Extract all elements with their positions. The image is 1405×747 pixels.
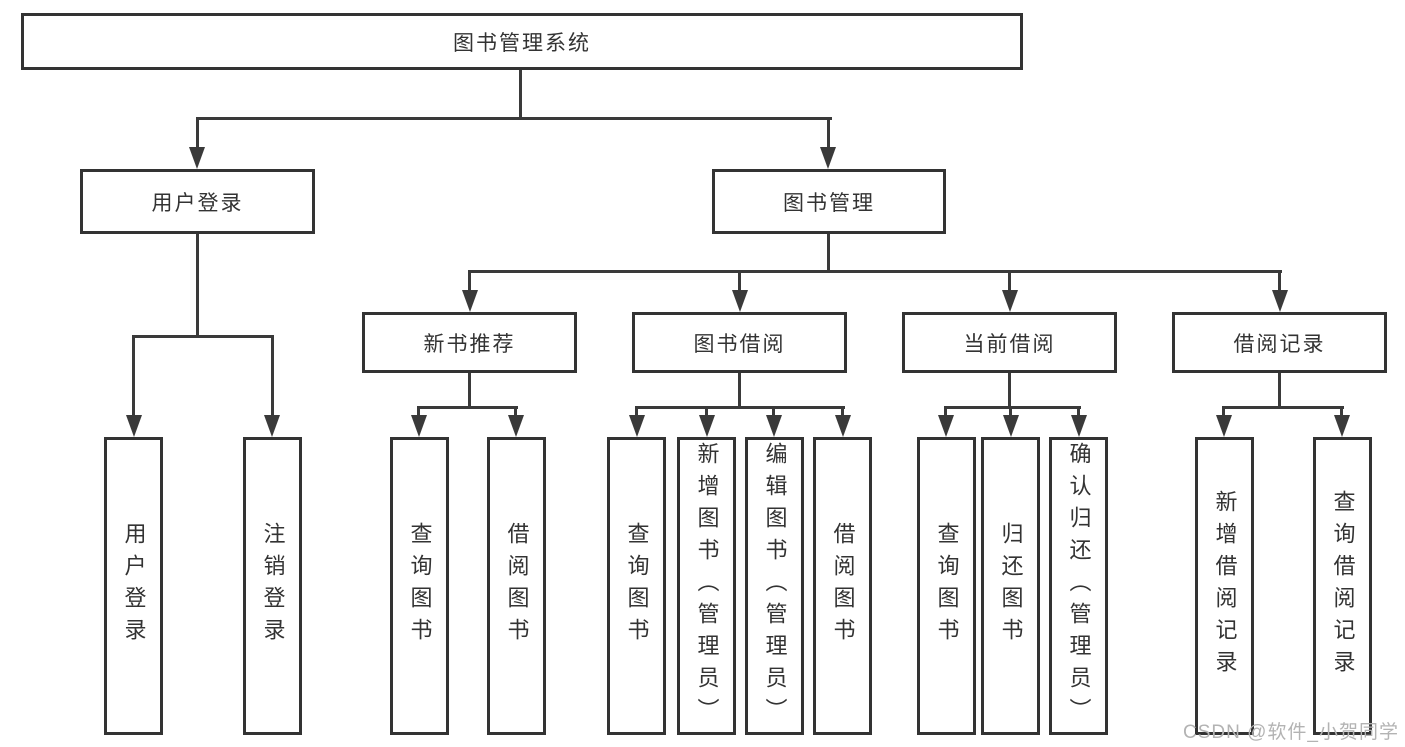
leaf-logout: 注销登录 — [243, 437, 302, 735]
connector-line — [468, 270, 1282, 273]
arrow-down-icon — [1002, 290, 1018, 312]
node-label: 图书管理 — [783, 191, 875, 215]
leaf-query-book-current: 查询图书 — [917, 437, 976, 735]
connector-line — [841, 406, 844, 417]
leaf-label: 查询图书 — [934, 522, 960, 650]
node-user-login: 用户登录 — [80, 169, 315, 234]
arrow-down-icon — [264, 415, 280, 437]
arrow-down-icon — [835, 415, 851, 437]
leaf-query-book-recommend: 查询图书 — [390, 437, 449, 735]
node-book-management: 图书管理 — [712, 169, 946, 234]
leaf-query-book-borrow: 查询图书 — [607, 437, 666, 735]
arrow-down-icon — [1071, 415, 1087, 437]
connector-line — [1278, 270, 1281, 292]
leaf-label: 注销登录 — [260, 522, 286, 650]
leaf-confirm-return-admin: 确认归还（管理员） — [1049, 437, 1108, 735]
leaf-borrow-book: 借阅图书 — [813, 437, 872, 735]
leaf-label: 查询借阅记录 — [1330, 490, 1356, 682]
connector-line — [1009, 406, 1012, 417]
connector-line — [944, 406, 1081, 409]
node-borrowing-records: 借阅记录 — [1172, 312, 1387, 373]
connector-line — [132, 335, 274, 338]
connector-line — [196, 117, 832, 120]
leaf-label: 借阅图书 — [504, 522, 530, 650]
leaf-label: 借阅图书 — [830, 522, 856, 650]
leaf-edit-book-admin: 编辑图书（管理员） — [745, 437, 804, 735]
node-library-system: 图书管理系统 — [21, 13, 1023, 70]
connector-line — [705, 406, 708, 417]
arrow-down-icon — [629, 415, 645, 437]
connector-line — [271, 335, 274, 417]
arrow-down-icon — [1003, 415, 1019, 437]
node-label: 当前借阅 — [963, 332, 1056, 356]
watermark: CSDN @软件_小贺同学 — [1183, 722, 1399, 743]
connector-line — [827, 234, 830, 273]
connector-line — [1222, 406, 1344, 409]
arrow-down-icon — [820, 147, 836, 169]
node-book-borrowing: 图书借阅 — [632, 312, 847, 373]
connector-line — [519, 70, 522, 120]
connector-line — [1008, 373, 1011, 409]
connector-line — [468, 270, 471, 292]
connector-line — [417, 406, 420, 417]
connector-line — [827, 117, 830, 149]
leaf-label: 确认归还（管理员） — [1066, 442, 1092, 730]
leaf-label: 编辑图书（管理员） — [762, 442, 788, 730]
connector-line — [132, 335, 135, 417]
arrow-down-icon — [411, 415, 427, 437]
node-label: 图书借阅 — [693, 332, 786, 356]
arrow-down-icon — [938, 415, 954, 437]
arrow-down-icon — [766, 415, 782, 437]
arrow-down-icon — [732, 290, 748, 312]
connector-line — [635, 406, 845, 409]
arrow-down-icon — [699, 415, 715, 437]
leaf-label: 查询图书 — [624, 522, 650, 650]
connector-line — [1340, 406, 1343, 417]
connector-line — [738, 373, 741, 409]
connector-line — [1222, 406, 1225, 417]
arrow-down-icon — [1216, 415, 1232, 437]
arrow-down-icon — [462, 290, 478, 312]
connector-line — [1008, 270, 1011, 292]
connector-line — [468, 373, 471, 409]
connector-line — [514, 406, 517, 417]
leaf-return-book: 归还图书 — [981, 437, 1040, 735]
leaf-add-borrow-record: 新增借阅记录 — [1195, 437, 1254, 735]
connector-line — [196, 117, 199, 149]
node-label: 图书管理系统 — [453, 31, 591, 55]
leaf-add-book-admin: 新增图书（管理员） — [677, 437, 736, 735]
connector-line — [417, 406, 518, 409]
arrow-down-icon — [189, 147, 205, 169]
connector-line — [772, 406, 775, 417]
connector-line — [1077, 406, 1080, 417]
node-label: 新书推荐 — [423, 332, 516, 356]
leaf-query-borrow-record: 查询借阅记录 — [1313, 437, 1372, 735]
arrow-down-icon — [508, 415, 524, 437]
leaf-label: 归还图书 — [998, 522, 1024, 650]
connector-line — [944, 406, 947, 417]
leaf-label: 查询图书 — [407, 522, 433, 650]
node-label: 用户登录 — [151, 191, 244, 215]
connector-line — [738, 270, 741, 292]
arrow-down-icon — [1334, 415, 1350, 437]
leaf-label: 新增借阅记录 — [1212, 490, 1238, 682]
connector-line — [196, 234, 199, 338]
arrow-down-icon — [1272, 290, 1288, 312]
connector-line — [635, 406, 638, 417]
node-current-borrowing: 当前借阅 — [902, 312, 1117, 373]
connector-line — [1278, 373, 1281, 409]
leaf-label: 新增图书（管理员） — [694, 442, 720, 730]
node-label: 借阅记录 — [1233, 332, 1326, 356]
leaf-user-login: 用户登录 — [104, 437, 163, 735]
arrow-down-icon — [126, 415, 142, 437]
leaf-label: 用户登录 — [121, 522, 147, 650]
node-new-book-recommend: 新书推荐 — [362, 312, 577, 373]
leaf-borrow-book-recommend: 借阅图书 — [487, 437, 546, 735]
